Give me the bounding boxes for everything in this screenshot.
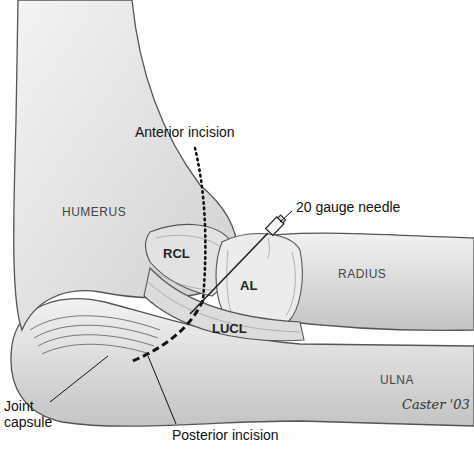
leader-line	[50, 211, 292, 424]
bone-name: HUMERUS	[62, 206, 126, 220]
ligament-name: AL	[240, 279, 257, 294]
needle-hub	[266, 214, 287, 235]
callout-label: 20 gauge needle	[296, 199, 400, 215]
callout-label: Anterior incision	[135, 124, 235, 140]
humerus-bone	[14, 0, 238, 330]
bone-name: RADIUS	[338, 268, 386, 282]
anterior-incision-line	[195, 148, 205, 300]
callout-label: Joint capsule	[4, 398, 60, 430]
ligament-name: RCL	[163, 247, 190, 262]
posterior-incision-line	[130, 300, 203, 362]
signature: Caster '03	[402, 398, 470, 413]
callout-label: Posterior incision	[172, 427, 279, 443]
al-fibres	[227, 238, 296, 316]
joint-capsule	[30, 316, 160, 354]
bone-name: ULNA	[380, 374, 414, 388]
needle-shaft	[190, 233, 268, 314]
ligament-name: LUCL	[212, 322, 247, 337]
